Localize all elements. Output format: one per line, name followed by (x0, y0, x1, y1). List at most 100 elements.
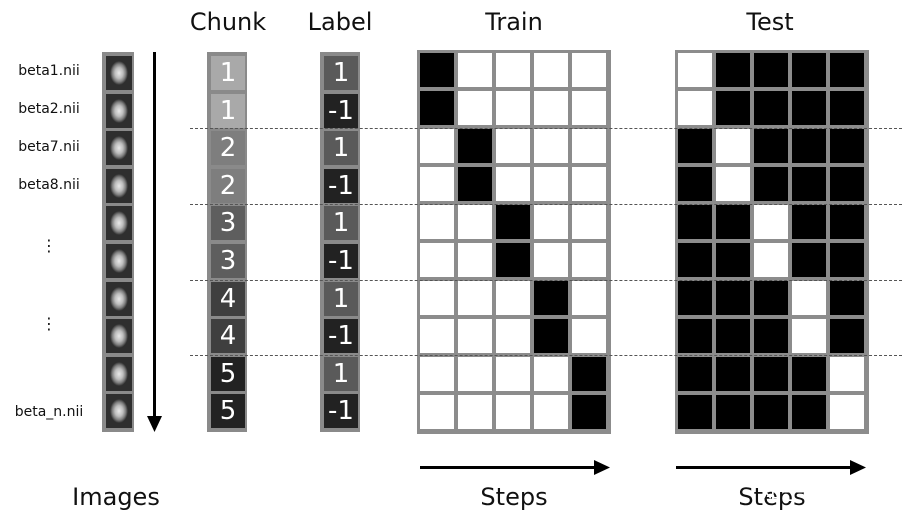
train-cell (420, 167, 454, 201)
file-label: beta7.nii (18, 139, 80, 155)
train-cell (534, 53, 568, 87)
train-cell (458, 357, 492, 391)
label-cell: -1 (324, 93, 358, 128)
train-cell (572, 395, 606, 429)
test-cell (830, 395, 864, 429)
train-cell (496, 281, 530, 315)
file-label: beta1.nii (18, 63, 80, 79)
train-cell (496, 319, 530, 353)
chunk-cell: 1 (211, 56, 245, 90)
test-cell (792, 319, 826, 353)
test-matrix (675, 50, 869, 434)
test-cell (754, 357, 788, 391)
train-cell (420, 319, 454, 353)
test-cell (716, 91, 750, 125)
test-cell (754, 281, 788, 315)
right-arrow-icon (594, 460, 610, 475)
down-arrow-icon (147, 416, 162, 432)
train-cell (534, 243, 568, 277)
label-cell: 1 (324, 356, 358, 391)
train-cell (534, 205, 568, 239)
train-cell (458, 395, 492, 429)
test-cell (678, 357, 712, 391)
test-cell (792, 357, 826, 391)
test-cell (754, 167, 788, 201)
train-cell (458, 91, 492, 125)
train-cell (420, 357, 454, 391)
test-cell (792, 167, 826, 201)
chunk-cell: 4 (211, 319, 245, 354)
test-cell (792, 281, 826, 315)
train-cell (572, 167, 606, 201)
test-cell (830, 357, 864, 391)
file-label: beta8.nii (18, 177, 80, 193)
train-cell (458, 53, 492, 87)
test-cell (754, 319, 788, 353)
train-cell (420, 205, 454, 239)
test-cell (716, 357, 750, 391)
label-cell: 1 (324, 131, 358, 166)
chunk-separator (190, 204, 902, 205)
brain-image-thumbnail (106, 356, 132, 391)
chunk-cell: 5 (211, 356, 245, 391)
chunk-separator (190, 128, 902, 129)
train-cell (572, 129, 606, 163)
test-cell (792, 395, 826, 429)
label-header: Label (307, 8, 373, 36)
test-cell (716, 205, 750, 239)
brain-image-thumbnail (106, 93, 132, 128)
brain-image-thumbnail (106, 394, 132, 429)
train-header: Train (485, 8, 543, 36)
test-cell (792, 243, 826, 277)
train-cell (534, 129, 568, 163)
test-cell (678, 243, 712, 277)
train-cell (534, 357, 568, 391)
ellipsis-label: ⋮ (41, 314, 57, 333)
chunk-cell: 2 (211, 131, 245, 166)
test-steps-footer: Steps (738, 483, 806, 511)
test-cell (830, 91, 864, 125)
train-cell (420, 243, 454, 277)
right-arrow-icon (850, 460, 866, 475)
train-cell (572, 91, 606, 125)
test-cell (716, 395, 750, 429)
test-cell (754, 129, 788, 163)
label-cell: 1 (324, 281, 358, 316)
train-cell (496, 91, 530, 125)
train-cell (534, 91, 568, 125)
chunk-cell: 3 (211, 206, 245, 241)
test-steps-arrow-shaft (676, 466, 852, 469)
test-cell (830, 129, 864, 163)
test-cell (830, 319, 864, 353)
test-cell (792, 129, 826, 163)
label-cell: -1 (324, 244, 358, 278)
test-cell (830, 205, 864, 239)
train-cell (496, 53, 530, 87)
train-cell (458, 319, 492, 353)
file-label: beta_n.nii (14, 404, 84, 420)
label-cell: -1 (324, 319, 358, 354)
train-matrix (417, 50, 611, 434)
test-cell (678, 205, 712, 239)
chunk-separator (190, 355, 902, 356)
chunk-cell: 5 (211, 394, 245, 429)
train-cell (496, 395, 530, 429)
train-steps-arrow-shaft (420, 466, 596, 469)
train-cell (496, 167, 530, 201)
test-cell (792, 91, 826, 125)
train-cell (534, 395, 568, 429)
train-cell (458, 281, 492, 315)
test-cell (792, 53, 826, 87)
brain-image-thumbnail (106, 244, 132, 278)
chunk-header: Chunk (189, 8, 267, 36)
brain-image-thumbnail (106, 206, 132, 241)
train-cell (458, 205, 492, 239)
test-cell (792, 205, 826, 239)
train-cell (572, 243, 606, 277)
test-cell (754, 395, 788, 429)
test-cell (716, 281, 750, 315)
test-cell (678, 167, 712, 201)
watermark: 知乎 @谷里 (760, 480, 877, 505)
train-cell (496, 357, 530, 391)
